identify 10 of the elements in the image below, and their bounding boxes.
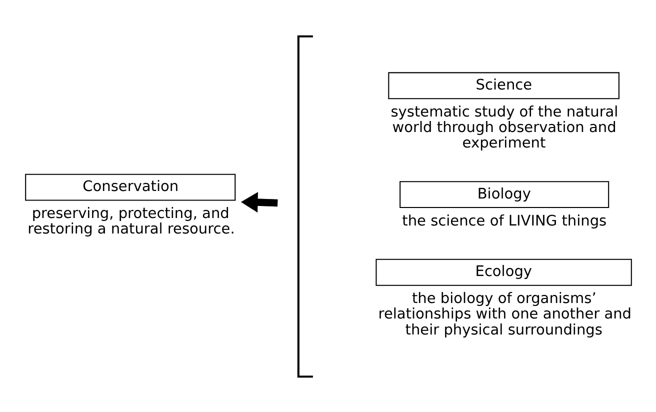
node-box: Ecology [375, 258, 632, 286]
arrow [240, 191, 278, 212]
node-label: the science of LIVING things [402, 212, 606, 229]
node-bracket [296, 34, 312, 378]
node-label: preserving, protecting, and restoring a natural resource. [27, 206, 234, 238]
node-label: systematic study of the natural world through observation and experiment [390, 104, 618, 152]
node-box: Conservation [24, 173, 236, 200]
node-label: the biology of organisms’ relationships with one another and their physical surroundings [378, 290, 632, 338]
node-box: Science [388, 72, 619, 99]
node-box: Biology [399, 180, 609, 208]
